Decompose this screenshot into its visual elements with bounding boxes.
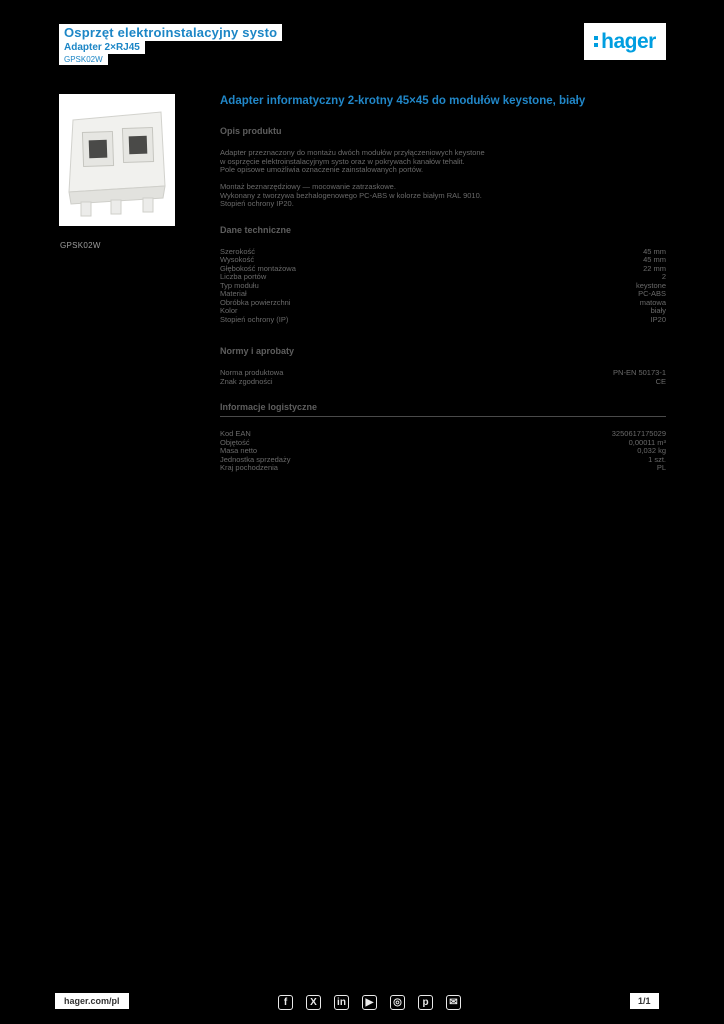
spec-value: PN-EN 50173-1 xyxy=(613,368,666,378)
spec-value: keystone xyxy=(635,280,666,290)
spec-row: Kod EAN 3250617175029 xyxy=(220,430,666,439)
spec-row: Masa netto 0,032 kg xyxy=(220,447,666,456)
spec-row: Typ modułu keystone xyxy=(220,280,666,291)
spec-label: Szerokość xyxy=(220,246,256,256)
spec-value: 45 mm xyxy=(643,246,666,256)
description-line: w osprzęcie elektroinstalacyjnym systo o… xyxy=(220,156,465,166)
spec-value: matowa xyxy=(639,297,666,307)
spec-value: 0,032 kg xyxy=(637,446,666,456)
description-line: Adapter przeznaczony do montażu dwóch mo… xyxy=(220,148,485,158)
spec-row: Znak zgodności CE xyxy=(220,376,666,387)
instagram-icon[interactable]: ◎ xyxy=(390,995,405,1010)
linkedin-icon[interactable]: in xyxy=(334,995,349,1010)
spec-value: IP20 xyxy=(650,314,666,324)
spec-value: 0,00011 m³ xyxy=(628,437,666,447)
spec-value: 1 szt. xyxy=(648,454,666,464)
spec-label: Materiał xyxy=(220,289,247,299)
spec-value: CE xyxy=(655,376,666,386)
spec-row: Stopień ochrony (IP) IP20 xyxy=(220,314,666,325)
facebook-icon[interactable]: f xyxy=(278,995,293,1010)
logo-colon-icon xyxy=(594,36,599,47)
spec-row: Kraj pochodzenia PL xyxy=(220,464,666,473)
mail-icon[interactable]: ✉ xyxy=(446,995,461,1010)
header-reference: GPSK02W xyxy=(59,54,108,65)
spec-value: PL xyxy=(656,463,666,473)
description-line: Wykonany z tworzywa bezhalogenowego PC-A… xyxy=(220,190,482,200)
spec-row: Kolor biały xyxy=(220,307,666,316)
spec-row: Objętość 0,00011 m³ xyxy=(220,437,666,448)
spec-value: biały xyxy=(650,306,666,316)
spec-label: Norma produktowa xyxy=(220,368,284,378)
spec-label: Kraj pochodzenia xyxy=(220,463,278,473)
description-line: Montaż beznarzędziowy — mocowanie zatrza… xyxy=(220,182,396,192)
product-photo-drawing xyxy=(59,94,175,226)
spec-value: 22 mm xyxy=(643,263,666,273)
spec-label: Wysokość xyxy=(220,255,255,265)
spec-label: Objętość xyxy=(220,437,250,447)
page-title: Adapter informatyczny 2-krotny 45×45 do … xyxy=(220,95,586,107)
spec-row: Liczba portów 2 xyxy=(220,273,666,282)
header-product-name: Adapter 2×RJ45 xyxy=(59,41,145,54)
spec-row: Norma produktowa PN-EN 50173-1 xyxy=(220,369,666,378)
spec-row: Wysokość 45 mm xyxy=(220,256,666,265)
spec-value: PC-ABS xyxy=(638,289,666,299)
spec-label: Kod EAN xyxy=(220,429,251,439)
header-block: Osprzęt elektroinstalacyjny systo Adapte… xyxy=(59,24,283,65)
spec-label: Głębokość montażowa xyxy=(220,263,296,273)
page-number-badge: 1/1 xyxy=(630,993,659,1009)
product-photo xyxy=(59,94,175,226)
spec-label: Liczba portów xyxy=(220,272,267,282)
spec-value: 45 mm xyxy=(643,255,666,265)
pinterest-icon[interactable]: p xyxy=(418,995,433,1010)
hager-logo: hager xyxy=(584,23,666,60)
spec-label: Znak zgodności xyxy=(220,376,273,386)
section-heading: Dane techniczne xyxy=(220,224,292,235)
footer-website-link[interactable]: hager.com/pl xyxy=(55,993,129,1009)
spec-label: Jednostka sprzedaży xyxy=(220,454,291,464)
spec-label: Masa netto xyxy=(220,446,258,456)
spec-label: Stopień ochrony (IP) xyxy=(220,314,289,324)
spec-label: Obróbka powierzchni xyxy=(220,297,291,307)
youtube-icon[interactable]: ▶ xyxy=(362,995,377,1010)
spec-value: 2 xyxy=(661,272,666,282)
spec-label: Kolor xyxy=(220,306,238,316)
spec-row: Głębokość montażowa 22 mm xyxy=(220,263,666,274)
section-heading: Normy i aprobaty xyxy=(220,346,295,357)
section-heading: Informacje logistyczne xyxy=(220,402,666,418)
product-reference-caption: GPSK02W xyxy=(60,241,101,250)
spec-row: Obróbka powierzchni matowa xyxy=(220,297,666,308)
spec-row: Szerokość 45 mm xyxy=(220,246,666,257)
spec-row: Jednostka sprzedaży 1 szt. xyxy=(220,454,666,465)
header-category: Osprzęt elektroinstalacyjny systo xyxy=(59,24,283,41)
spec-value: 3250617175029 xyxy=(611,429,666,439)
x-icon[interactable]: X xyxy=(306,995,321,1010)
spec-row: Materiał PC-ABS xyxy=(220,290,666,299)
description-line: Stopień ochrony IP20. xyxy=(220,199,294,209)
spec-label: Typ modułu xyxy=(220,280,259,290)
main-content: Adapter informatyczny 2-krotny 45×45 do … xyxy=(220,94,666,473)
section-heading: Opis produktu xyxy=(220,126,282,137)
description-line: Pole opisowe umożliwia oznaczenie zainst… xyxy=(220,165,424,175)
logo-text: hager xyxy=(601,30,656,53)
